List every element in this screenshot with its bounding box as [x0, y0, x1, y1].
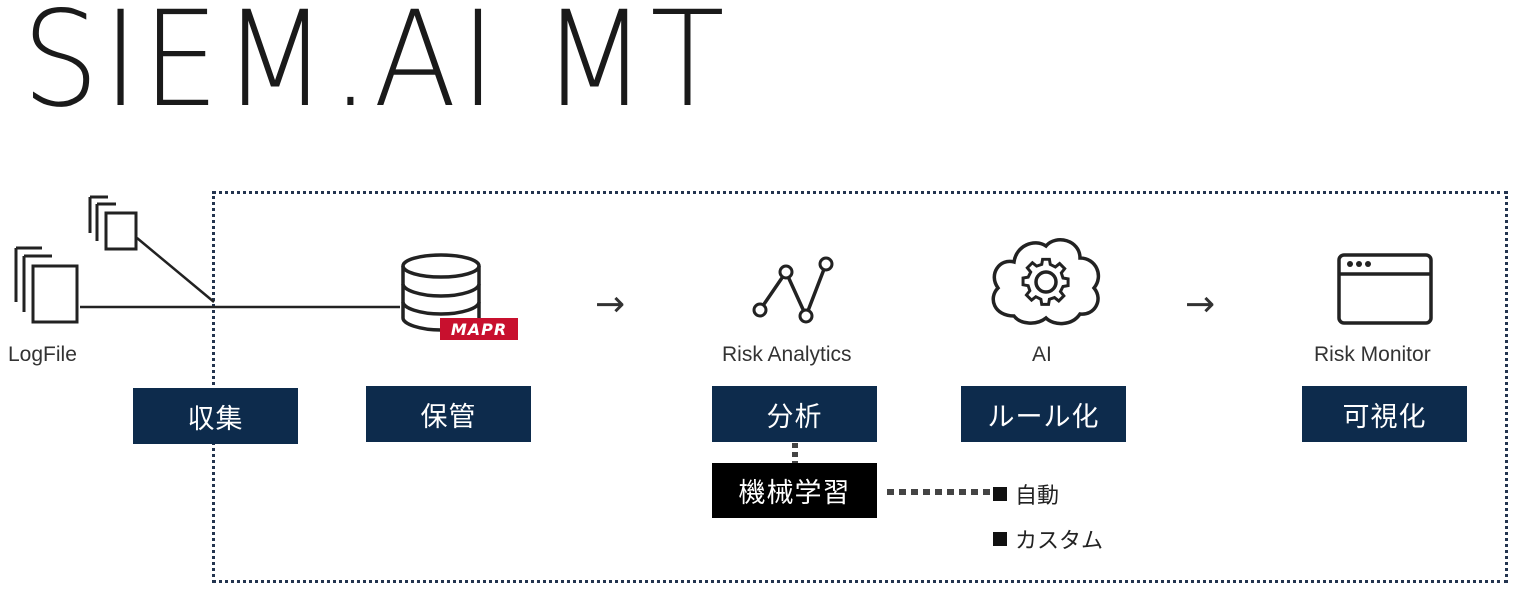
mapr-logo: MAPR — [440, 318, 518, 340]
database-icon — [401, 253, 481, 332]
step-store: 保管 — [366, 386, 531, 442]
app-title: SIEM.AI MT — [22, 0, 729, 137]
ai-label: AI — [1032, 343, 1052, 366]
flow-arrow-2: → — [1185, 284, 1216, 325]
logfile-label: LogFile — [8, 343, 77, 366]
legend-square-icon — [993, 487, 1007, 501]
processing-boundary — [212, 191, 1508, 583]
line-chart-icon — [752, 256, 834, 324]
legend-auto-label: 自動 — [1015, 484, 1060, 509]
cloud-gear-icon — [991, 238, 1101, 326]
risk-monitor-label: Risk Monitor — [1314, 343, 1431, 366]
flow-arrow-1: → — [595, 284, 626, 325]
step-analyze: 分析 — [712, 386, 877, 442]
legend-custom-label: カスタム — [1015, 529, 1104, 554]
step-collect: 収集 — [133, 388, 298, 444]
legend-item-custom: カスタム — [993, 523, 1103, 555]
log-file-stack-small-icon — [88, 195, 138, 251]
legend-square-icon — [993, 532, 1007, 546]
legend-item-auto: 自動 — [993, 478, 1059, 510]
step-rule: ルール化 — [961, 386, 1126, 442]
log-file-stack-large-icon — [14, 246, 79, 324]
risk-analytics-label: Risk Analytics — [722, 343, 852, 366]
browser-window-icon — [1337, 253, 1433, 325]
step-visualize: 可視化 — [1302, 386, 1467, 442]
step-machine-learning: 機械学習 — [712, 463, 877, 518]
